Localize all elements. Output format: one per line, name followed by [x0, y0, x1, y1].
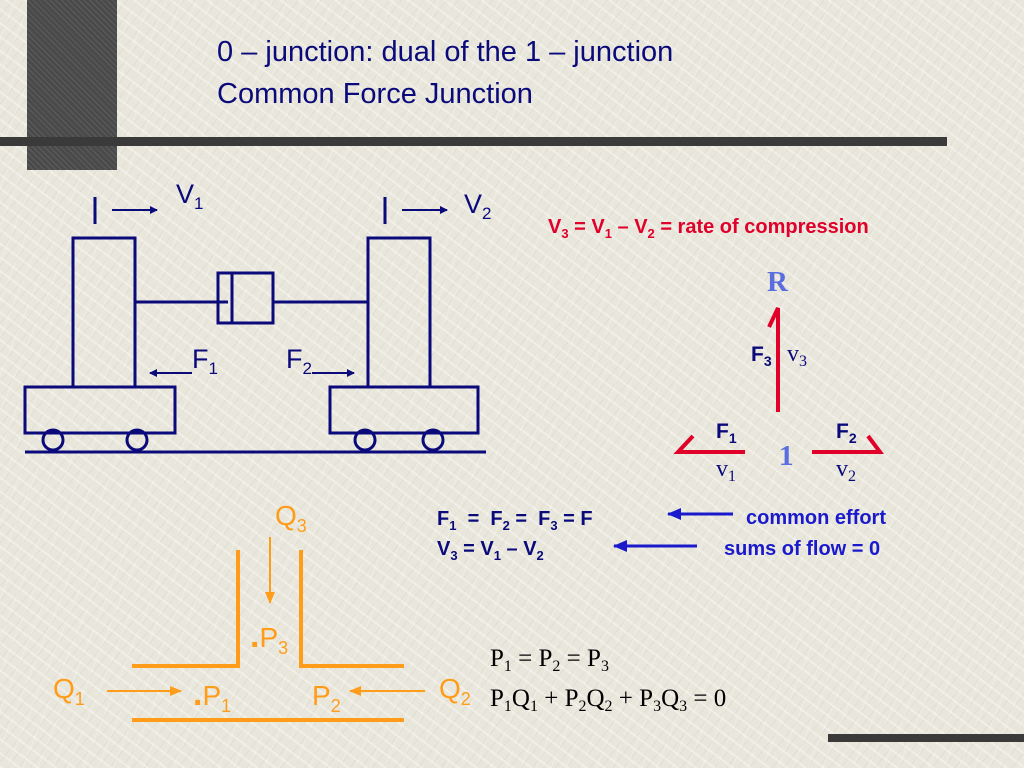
title-divider-bar: [0, 137, 947, 146]
p1-label: .P1: [193, 675, 231, 716]
v3-label: v3: [787, 341, 807, 370]
power-balance-formula: P1Q1 + P2Q2 + P3Q3 = 0: [490, 685, 726, 715]
p3-label: .P3: [250, 617, 288, 658]
flow-sum-equation: V3 = V1 – V2: [437, 538, 544, 563]
right-cart-wheel-2: [421, 428, 445, 452]
bond-v2-label: v2: [836, 456, 856, 485]
pipe-upper-left-wall: [132, 550, 240, 668]
two-cart-mechanism: [23, 197, 486, 454]
right-cart-mass: [366, 236, 432, 389]
v2-label: V2: [464, 189, 491, 223]
f2-label: F2: [286, 344, 312, 378]
q2-label: Q2: [439, 673, 471, 709]
flow-sum-note: sums of flow = 0: [724, 538, 880, 560]
right-cart-wheel-1: [353, 428, 377, 452]
bond-f1-label: F1: [716, 420, 737, 446]
bond-1-to-junction: [673, 434, 745, 454]
f1-label: F1: [192, 344, 218, 378]
bond-graph: R F3 v3 F1 v1 1 F2 v2: [673, 266, 884, 485]
footer-accent-bar: [828, 734, 1024, 742]
bond-2-to-junction: [812, 434, 884, 454]
pressure-equality-formula: P1 = P2 = P3: [490, 645, 609, 675]
q3-label: Q3: [275, 500, 307, 536]
q1-label: Q1: [53, 673, 85, 709]
f3-label: F3: [751, 343, 772, 369]
p2-label: P2: [312, 680, 341, 716]
left-cart-wheel-2: [125, 428, 149, 452]
common-effort-note: common effort: [746, 507, 886, 529]
slide-title-line-1: 0 – junction: dual of the 1 – junction: [217, 36, 674, 68]
left-cart-wheel-1: [41, 428, 65, 452]
compression-equation: V3 = V1 – V2 = rate of compression: [548, 216, 869, 241]
pipe-upper-right-wall: [299, 550, 404, 668]
bond-r-to-junction: [767, 307, 780, 412]
damper-cylinder-left: [216, 271, 240, 325]
right-cart-body: [328, 385, 480, 435]
slide-title-line-2: Common Force Junction: [217, 78, 533, 110]
damper-cylinder-right: [232, 271, 275, 325]
left-cart-mass: [71, 236, 137, 389]
common-effort-equation: F1 = F2 = F3 = F: [437, 508, 593, 533]
one-junction-label: 1: [779, 440, 794, 472]
bond-v1-label: v1: [716, 456, 736, 485]
fluid-t-junction: [107, 537, 425, 722]
left-cart-body: [23, 385, 177, 435]
resistor-element-label: R: [767, 266, 789, 298]
v1-label: V1: [176, 179, 203, 213]
bond-f2-label: F2: [836, 420, 857, 446]
